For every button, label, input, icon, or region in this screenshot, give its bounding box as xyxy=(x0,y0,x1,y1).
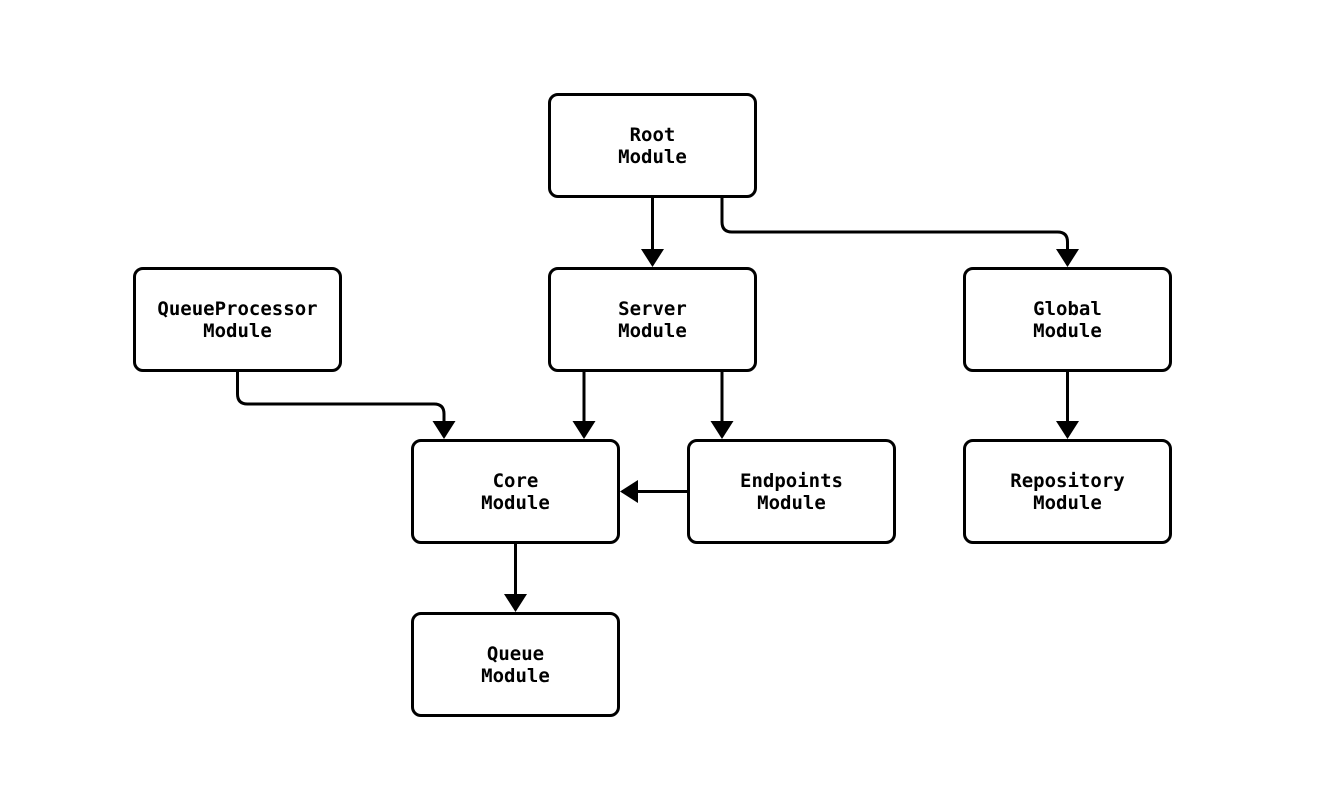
node-queueprocessor-module-label: QueueProcessor Module xyxy=(157,297,318,342)
edge-root-to-global xyxy=(720,198,1079,267)
node-global-module: Global Module xyxy=(963,267,1172,372)
node-root-module-label: Root Module xyxy=(618,123,687,168)
node-root-module: Root Module xyxy=(548,93,757,198)
node-global-module-label: Global Module xyxy=(1033,297,1102,342)
node-core-module-label: Core Module xyxy=(481,469,550,514)
node-endpoints-module-label: Endpoints Module xyxy=(740,469,843,514)
node-queue-module: Queue Module xyxy=(411,612,620,717)
node-queue-module-label: Queue Module xyxy=(481,642,550,687)
node-server-module-label: Server Module xyxy=(618,297,687,342)
edge-queueprocessor-to-core xyxy=(236,372,456,439)
node-core-module: Core Module xyxy=(411,439,620,544)
node-repository-module-label: Repository Module xyxy=(1010,469,1125,514)
node-endpoints-module: Endpoints Module xyxy=(687,439,896,544)
node-repository-module: Repository Module xyxy=(963,439,1172,544)
node-queueprocessor-module: QueueProcessor Module xyxy=(133,267,342,372)
node-server-module: Server Module xyxy=(548,267,757,372)
